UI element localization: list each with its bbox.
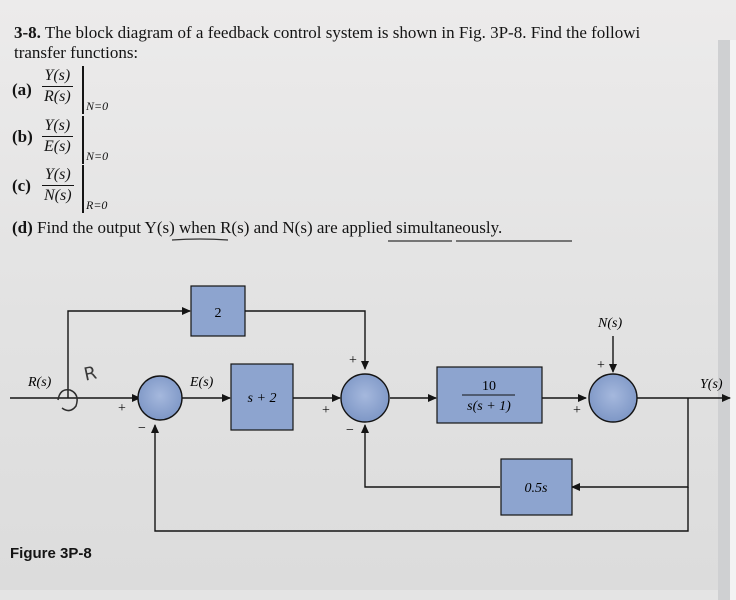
sign-sj3-left: + bbox=[573, 403, 581, 418]
sign-sj3-top: + bbox=[597, 358, 605, 373]
feedforward-output-line bbox=[245, 310, 369, 370]
plant-denominator: s(s + 1) bbox=[467, 399, 511, 414]
feedforward-block bbox=[190, 285, 246, 337]
part-c-condition: R=0 bbox=[86, 198, 108, 212]
part-b-label: (b) bbox=[12, 127, 33, 146]
sign-sj1-input: + bbox=[118, 401, 126, 416]
outer-feedback-line bbox=[151, 424, 689, 532]
disturbance-signal-label: N(s) bbox=[597, 316, 622, 331]
part-d: (d) Find the output Y(s) when R(s) and N… bbox=[12, 218, 502, 238]
summing-junction-2 bbox=[340, 373, 390, 423]
feedforward-gain: 2 bbox=[215, 306, 222, 321]
part-c-denominator: N(s) bbox=[44, 187, 72, 204]
part-c-eval-bar bbox=[82, 165, 84, 213]
controller-tf: s + 2 bbox=[248, 391, 277, 406]
part-a-denominator: R(s) bbox=[44, 88, 71, 105]
part-d-label: (d) bbox=[12, 218, 33, 237]
feedback-tf: 0.5s bbox=[525, 481, 549, 496]
sign-sj2-left: + bbox=[322, 403, 330, 418]
part-a-fraction: Y(s) R(s) bbox=[42, 66, 73, 107]
pencil-circle-mark bbox=[57, 388, 78, 412]
sign-sj1-feedback: − bbox=[138, 421, 146, 436]
summing-junction-1 bbox=[137, 375, 183, 421]
problem-header: 3-8. The block diagram of a feedback con… bbox=[14, 23, 640, 43]
part-c-fraction: Y(s) N(s) bbox=[42, 165, 74, 206]
page-edge-highlight bbox=[730, 40, 736, 600]
inner-feedback-out-line bbox=[361, 424, 500, 488]
part-b-numerator: Y(s) bbox=[42, 116, 73, 137]
part-a-eval-bar bbox=[82, 66, 84, 114]
summing-junction-3 bbox=[588, 373, 638, 423]
part-a-condition: N=0 bbox=[86, 99, 109, 113]
part-a-label: (a) bbox=[12, 80, 32, 99]
plant-numerator: 10 bbox=[482, 379, 496, 394]
feedforward-input-line bbox=[67, 307, 191, 398]
part-a-numerator: Y(s) bbox=[42, 66, 73, 87]
problem-number: 3-8. bbox=[14, 23, 41, 42]
part-b-condition: N=0 bbox=[86, 149, 109, 163]
part-b-eval-bar bbox=[82, 116, 84, 164]
part-b-denominator: E(s) bbox=[44, 138, 71, 155]
part-b-fraction: Y(s) E(s) bbox=[42, 116, 73, 157]
problem-statement: The block diagram of a feedback control … bbox=[44, 23, 641, 42]
sign-sj2-bottom: − bbox=[346, 423, 354, 438]
figure-caption: Figure 3P-8 bbox=[10, 545, 92, 562]
problem-statement-cont: transfer functions: bbox=[14, 43, 139, 62]
input-signal-label: R(s) bbox=[27, 375, 52, 390]
controller-block bbox=[230, 363, 294, 431]
part-c-numerator: Y(s) bbox=[42, 165, 74, 186]
error-signal-label: E(s) bbox=[189, 375, 214, 390]
feedback-block bbox=[500, 458, 573, 516]
output-signal-label: Y(s) bbox=[700, 377, 723, 392]
part-d-text: Find the output Y(s) when R(s) and N(s) … bbox=[37, 218, 503, 237]
part-c-label: (c) bbox=[12, 176, 31, 195]
sign-sj2-top: + bbox=[349, 353, 357, 368]
handwritten-mark: R bbox=[82, 362, 99, 385]
